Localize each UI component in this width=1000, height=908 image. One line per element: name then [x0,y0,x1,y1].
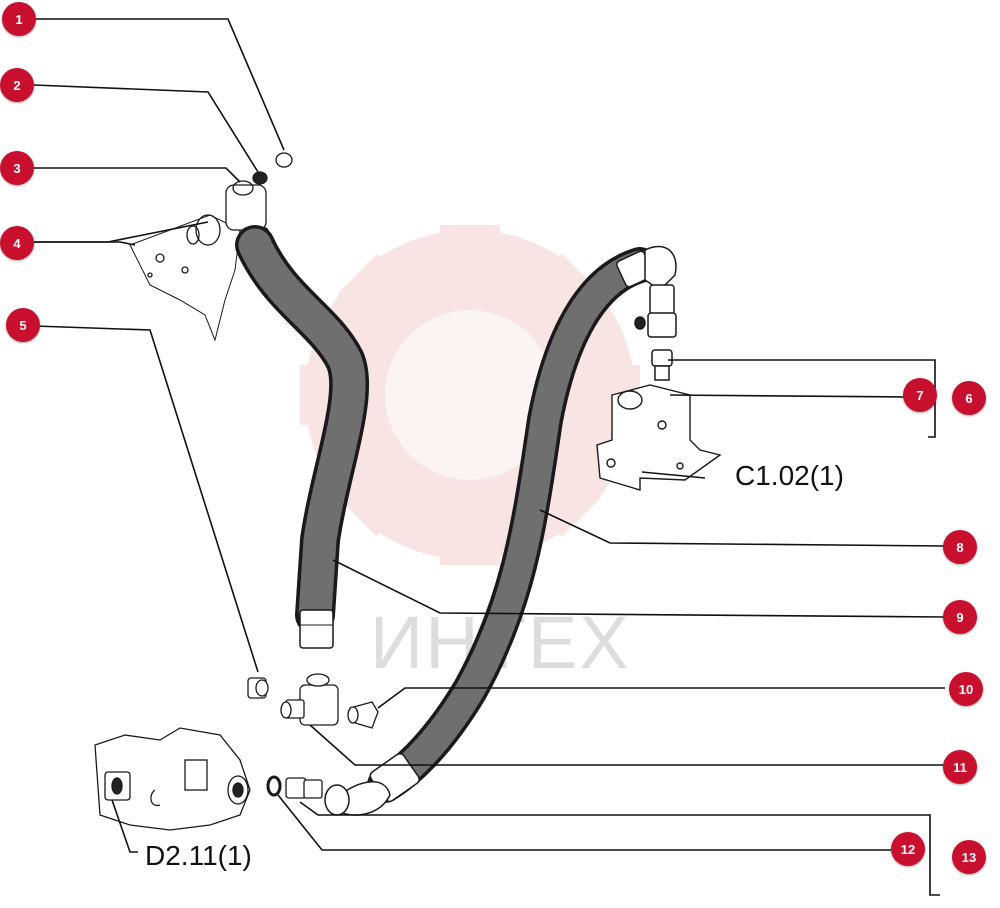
callout-10[interactable]: 10 [949,672,983,706]
callout-2[interactable]: 2 [0,68,34,102]
callout-8[interactable]: 8 [943,530,977,564]
callout-1[interactable]: 1 [2,2,36,36]
callout-5[interactable]: 5 [6,308,40,342]
callout-4[interactable]: 4 [0,226,34,260]
callout-13[interactable]: 13 [952,840,986,874]
callout-6[interactable]: 6 [952,381,986,415]
callout-3[interactable]: 3 [0,151,34,185]
callout-9[interactable]: 9 [943,600,977,634]
upper-block-reference: C1.02(1) [735,460,844,491]
callout-11[interactable]: 11 [943,750,977,784]
callout-7[interactable]: 7 [903,378,937,412]
lower-block-reference: D2.11(1) [145,840,252,871]
callout-12[interactable]: 12 [891,832,925,866]
